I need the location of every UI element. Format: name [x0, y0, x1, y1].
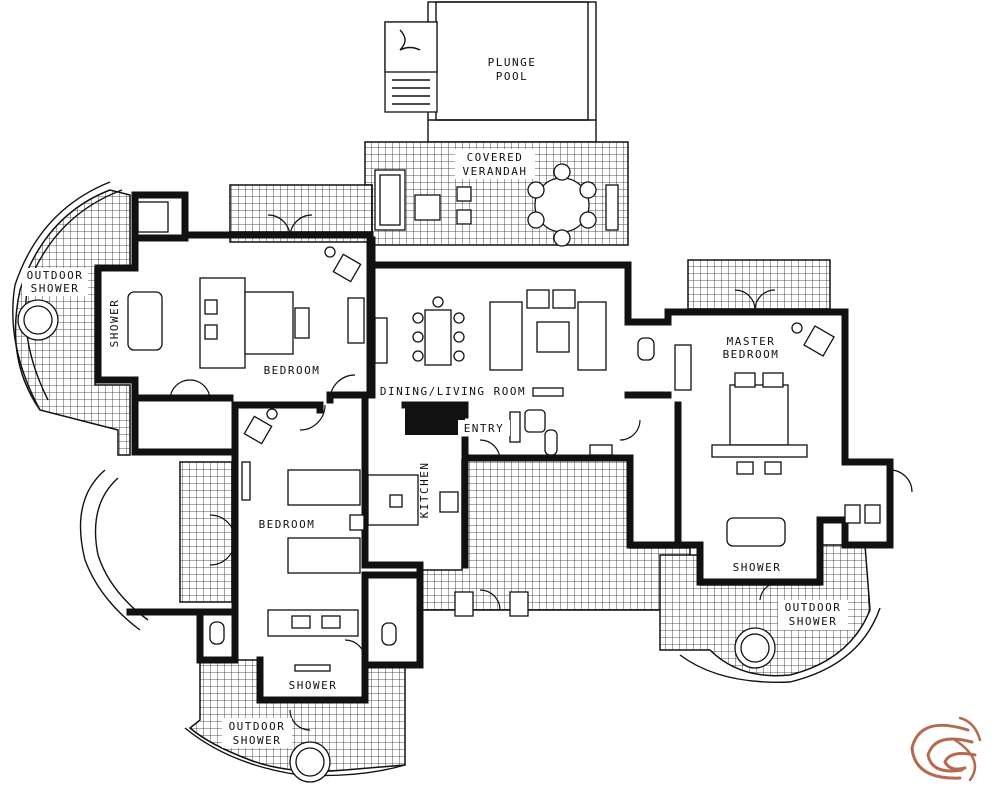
shower-circles: [17, 299, 776, 783]
covered-verandah-label-line2: VERANDAH: [463, 165, 528, 178]
shower-west-label: SHOWER: [108, 299, 121, 348]
outdoor-shower-west-label-line1: OUTDOOR: [27, 269, 84, 282]
doors: [169, 214, 913, 731]
pool-steps: [384, 21, 438, 113]
outdoor-shower-west-label-line2: SHOWER: [31, 282, 80, 295]
outdoor-shower-south-label-line1: OUTDOOR: [229, 720, 286, 733]
plunge-pool-label-line1: PLUNGE: [488, 56, 537, 69]
room-labels: PLUNGE POOL COVERED VERANDAH OUTDOOR SHO…: [22, 54, 848, 748]
outdoor-shower-south-label-line2: SHOWER: [233, 734, 282, 747]
shower-south-label: SHOWER: [289, 679, 338, 692]
shower-master-label: SHOWER: [733, 561, 782, 574]
entry-label: ENTRY: [464, 422, 505, 435]
swirl-logo: [910, 716, 982, 782]
outdoor-shower-east-label-line2: SHOWER: [789, 615, 838, 628]
outdoor-shower-east-label-line1: OUTDOOR: [785, 601, 842, 614]
bedroom-northwest-label: BEDROOM: [264, 364, 321, 377]
dining-living-room-label: DINING/LIVING ROOM: [380, 385, 526, 398]
covered-verandah-label-line1: COVERED: [467, 151, 524, 164]
kitchen-label: KITCHEN: [418, 462, 431, 519]
furniture: [127, 163, 881, 672]
bedroom-southwest-label: BEDROOM: [259, 518, 316, 531]
plunge-pool-label-line2: POOL: [496, 70, 529, 83]
master-bedroom-label-line1: MASTER: [727, 335, 776, 348]
master-bedroom-label-line2: BEDROOM: [723, 348, 780, 361]
